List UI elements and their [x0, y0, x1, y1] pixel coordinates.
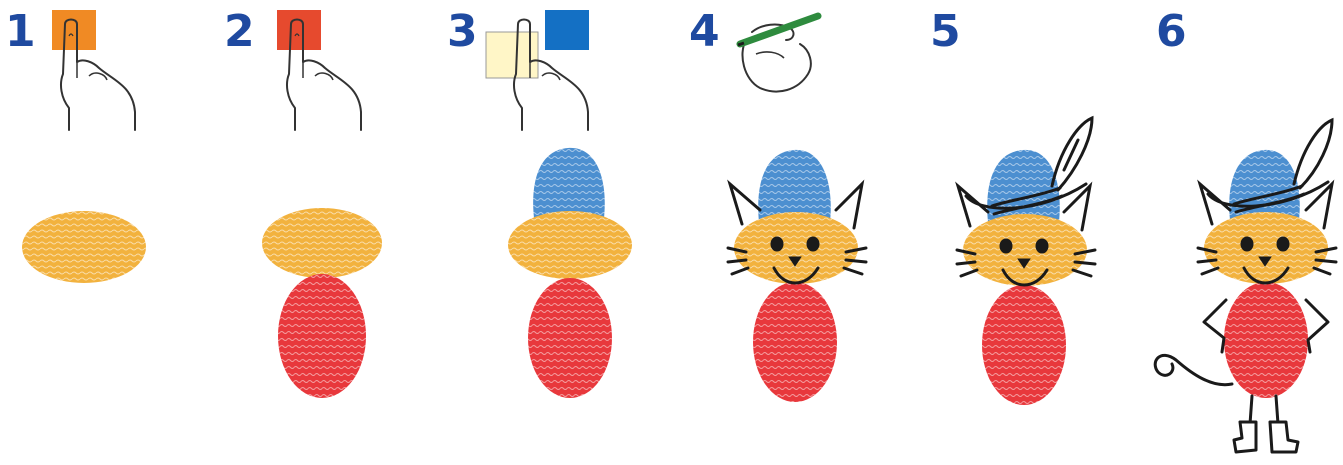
step-number: 3 [447, 6, 478, 57]
step-number: 4 [689, 6, 720, 57]
red-paint-swatch [277, 10, 321, 50]
orange-fingerprint [262, 208, 382, 278]
step-5: 5 [930, 6, 1095, 405]
orange-fingerprint [508, 211, 632, 279]
red-fingerprint [753, 282, 837, 402]
red-fingerprint [982, 285, 1066, 405]
orange-fingerprint [1204, 212, 1328, 284]
orange-paint-swatch [52, 10, 96, 50]
step-number: 1 [5, 6, 36, 57]
orange-fingerprint [963, 214, 1087, 286]
red-fingerprint [1224, 282, 1308, 398]
step-1: 1 [5, 6, 146, 283]
step-number: 2 [224, 6, 255, 57]
blue-fingerprint [533, 148, 605, 218]
step-number: 6 [1156, 6, 1187, 57]
red-fingerprint [278, 274, 366, 398]
red-fingerprint [528, 278, 612, 398]
blue-fingerprint [758, 150, 831, 222]
step-4: 4 [689, 6, 866, 402]
blue-fingerprint [987, 150, 1060, 222]
step-6: 6 [1155, 6, 1336, 452]
step-2: 2 [224, 6, 382, 398]
orange-fingerprint [22, 211, 146, 283]
step-number: 5 [930, 6, 961, 57]
step-3: 3 [447, 6, 632, 398]
orange-fingerprint [734, 212, 858, 284]
pen-hand-icon [738, 16, 818, 92]
blue-paint-swatch [545, 10, 589, 50]
